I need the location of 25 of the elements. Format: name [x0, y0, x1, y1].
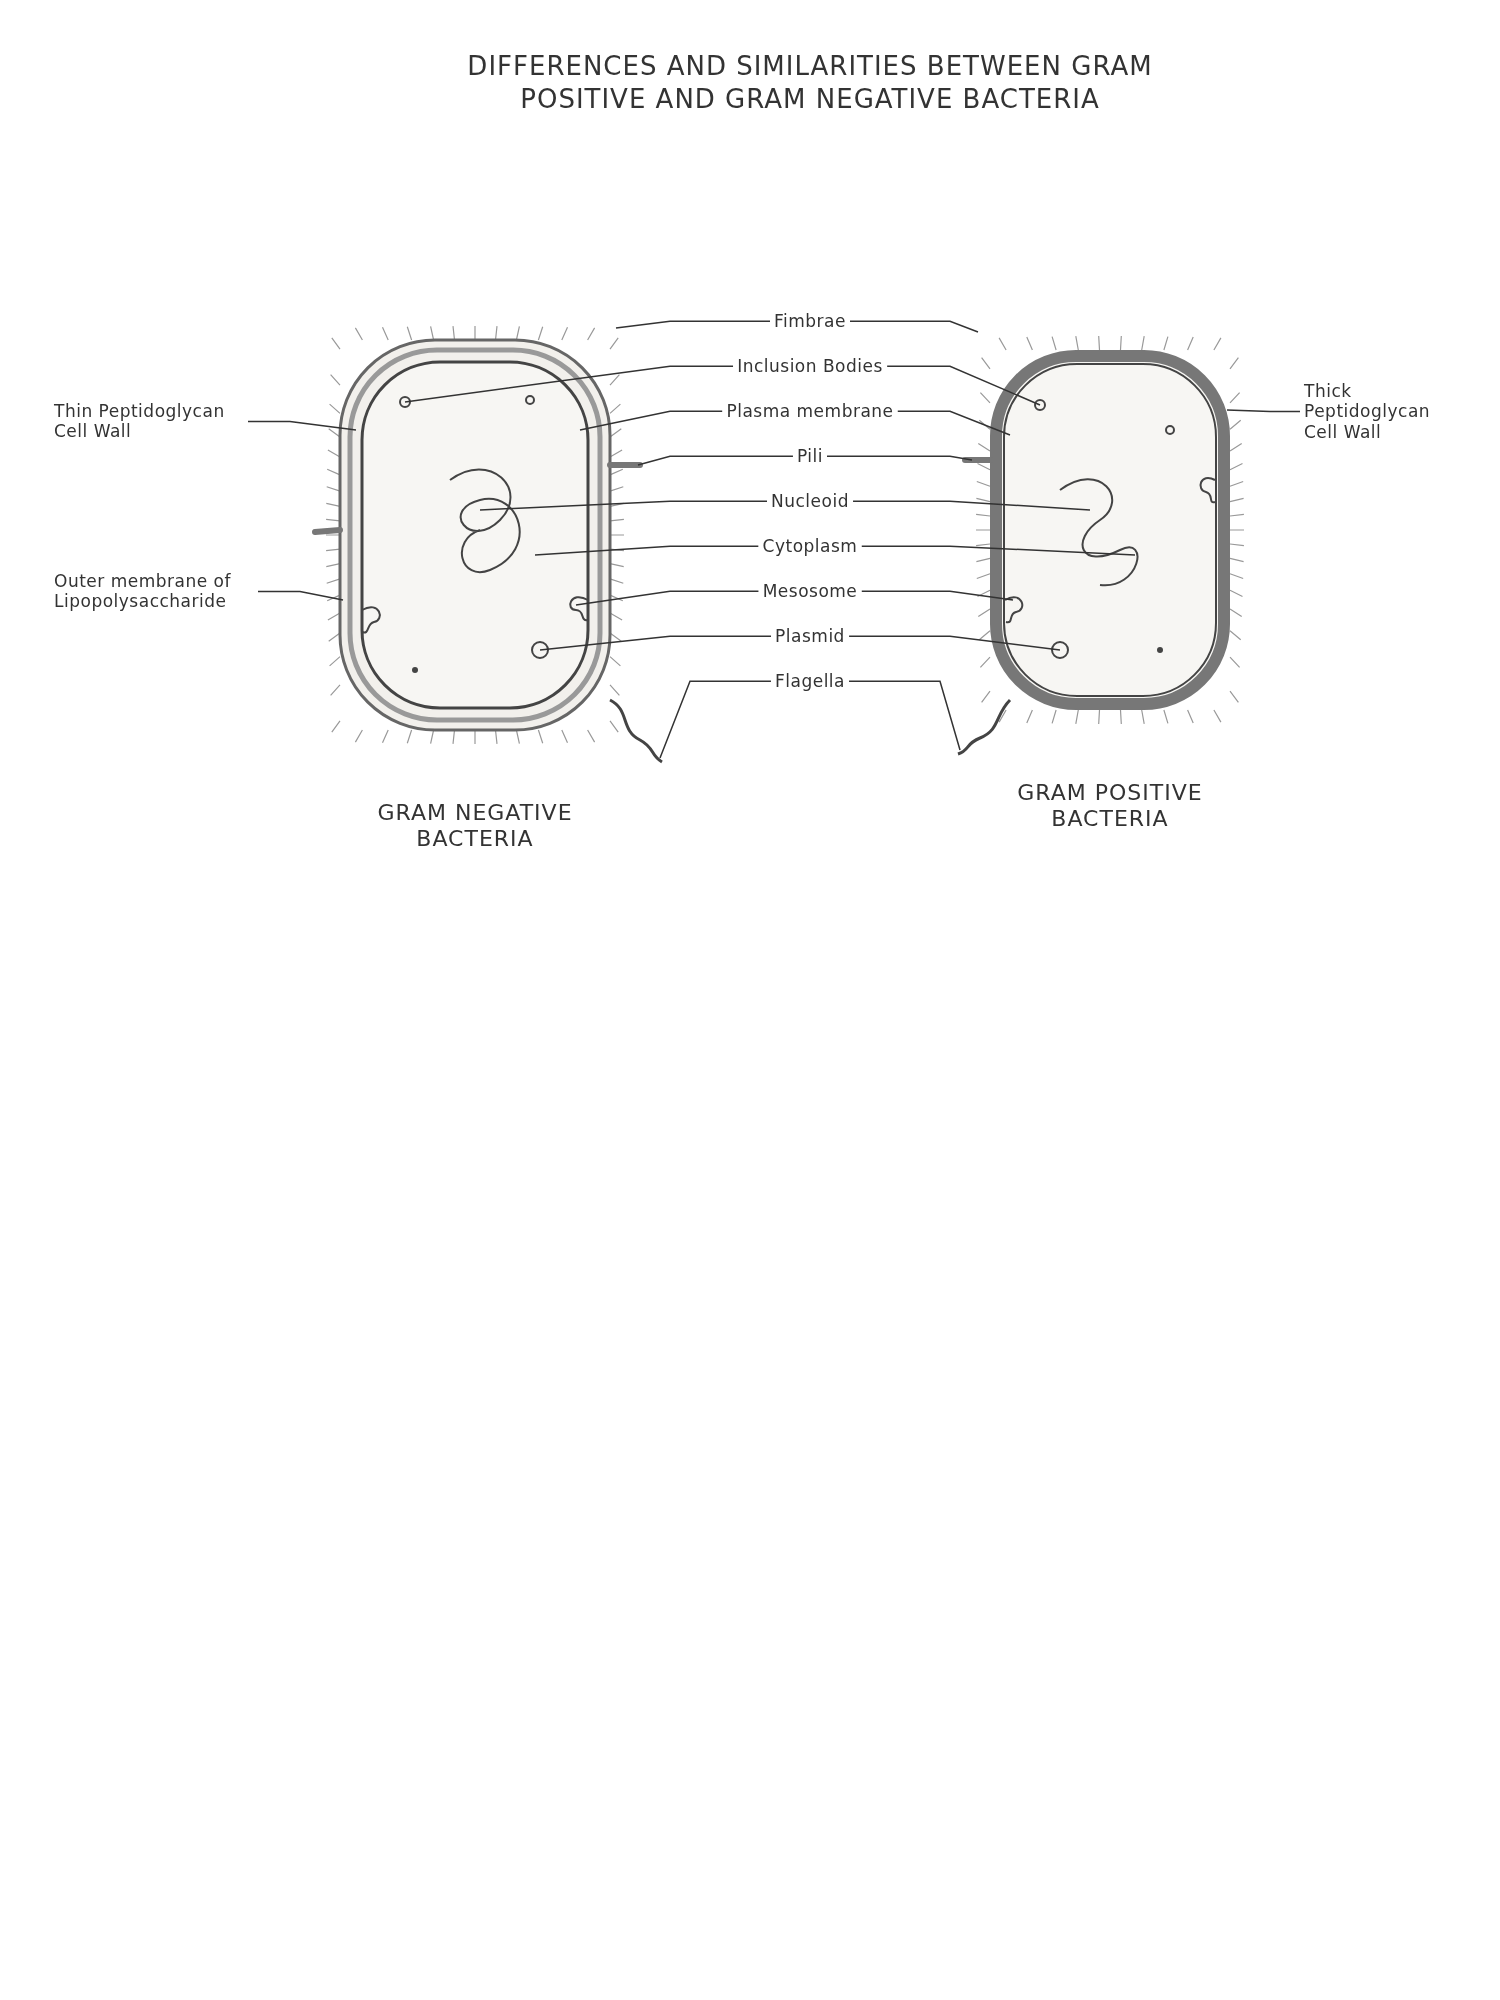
leader-line — [637, 455, 794, 466]
leader-line — [257, 590, 344, 601]
leader-line — [1226, 409, 1301, 413]
leader-line — [247, 420, 357, 431]
leader-line — [848, 635, 1061, 651]
bacterium-caption: GRAM NEGATIVE BACTERIA — [376, 800, 574, 853]
leader-line — [860, 545, 1136, 556]
leader-line — [404, 365, 734, 403]
leader-line — [848, 680, 961, 751]
leader-line — [615, 320, 771, 329]
diagram-title: DIFFERENCES AND SIMILARITIES BETWEEN GRAM POSITIVE AND GRAM NEGATIVE BACTERIA — [466, 50, 1154, 115]
leader-line — [849, 320, 979, 333]
bacterium-caption: GRAM POSITIVE BACTERIA — [1016, 780, 1204, 833]
leader-line — [575, 590, 760, 606]
leader-line — [539, 635, 772, 651]
leader-line — [886, 365, 1041, 406]
leader-line — [534, 545, 760, 556]
leader-line — [659, 680, 772, 759]
gram-negative-bacterium-drawing — [312, 325, 663, 764]
leader-line — [896, 410, 1011, 436]
leader-line — [852, 500, 1091, 511]
leader-line — [826, 455, 973, 461]
leader-line — [579, 410, 724, 431]
leader-line — [860, 590, 1014, 601]
gram-positive-bacterium-drawing — [957, 335, 1245, 756]
